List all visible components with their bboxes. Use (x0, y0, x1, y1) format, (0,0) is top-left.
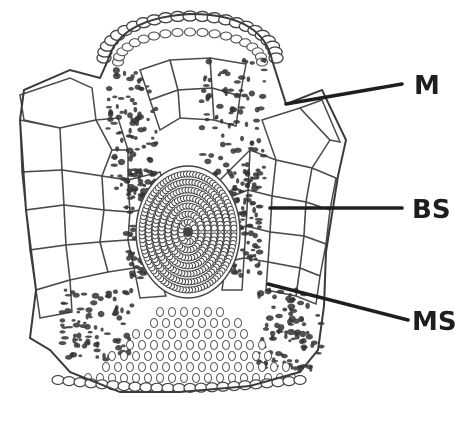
label-m: M (414, 71, 440, 101)
upper-epidermis (97, 11, 283, 66)
left-parenchyma (20, 78, 134, 318)
vascular-bundle (136, 166, 240, 298)
label-ms: MS (412, 307, 457, 337)
leader-line-m (286, 84, 402, 104)
label-bs: BS (412, 195, 451, 225)
leaf-section-drawing (20, 11, 346, 393)
lower-sclerenchyma (85, 308, 296, 383)
